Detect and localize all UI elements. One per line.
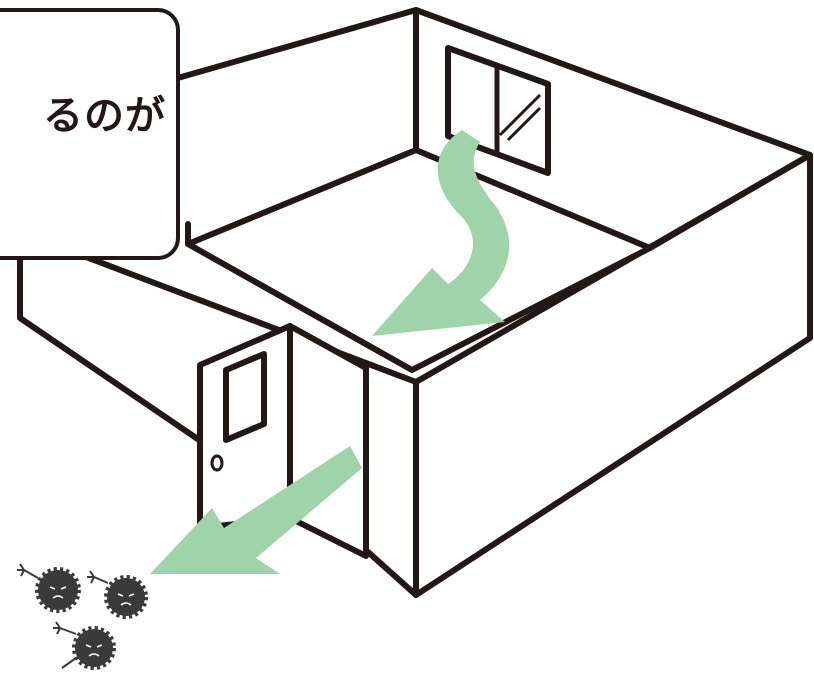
germ-icon	[53, 621, 116, 670]
airflow-arrow-icon	[372, 130, 510, 336]
caption-text: るのが	[43, 93, 166, 139]
germ-icon	[17, 563, 81, 613]
caption-box	[0, 8, 180, 260]
door-icon	[197, 323, 369, 559]
germ-cluster	[17, 563, 148, 670]
germ-icon	[87, 570, 148, 619]
airflow-arrow-icon	[150, 446, 362, 574]
